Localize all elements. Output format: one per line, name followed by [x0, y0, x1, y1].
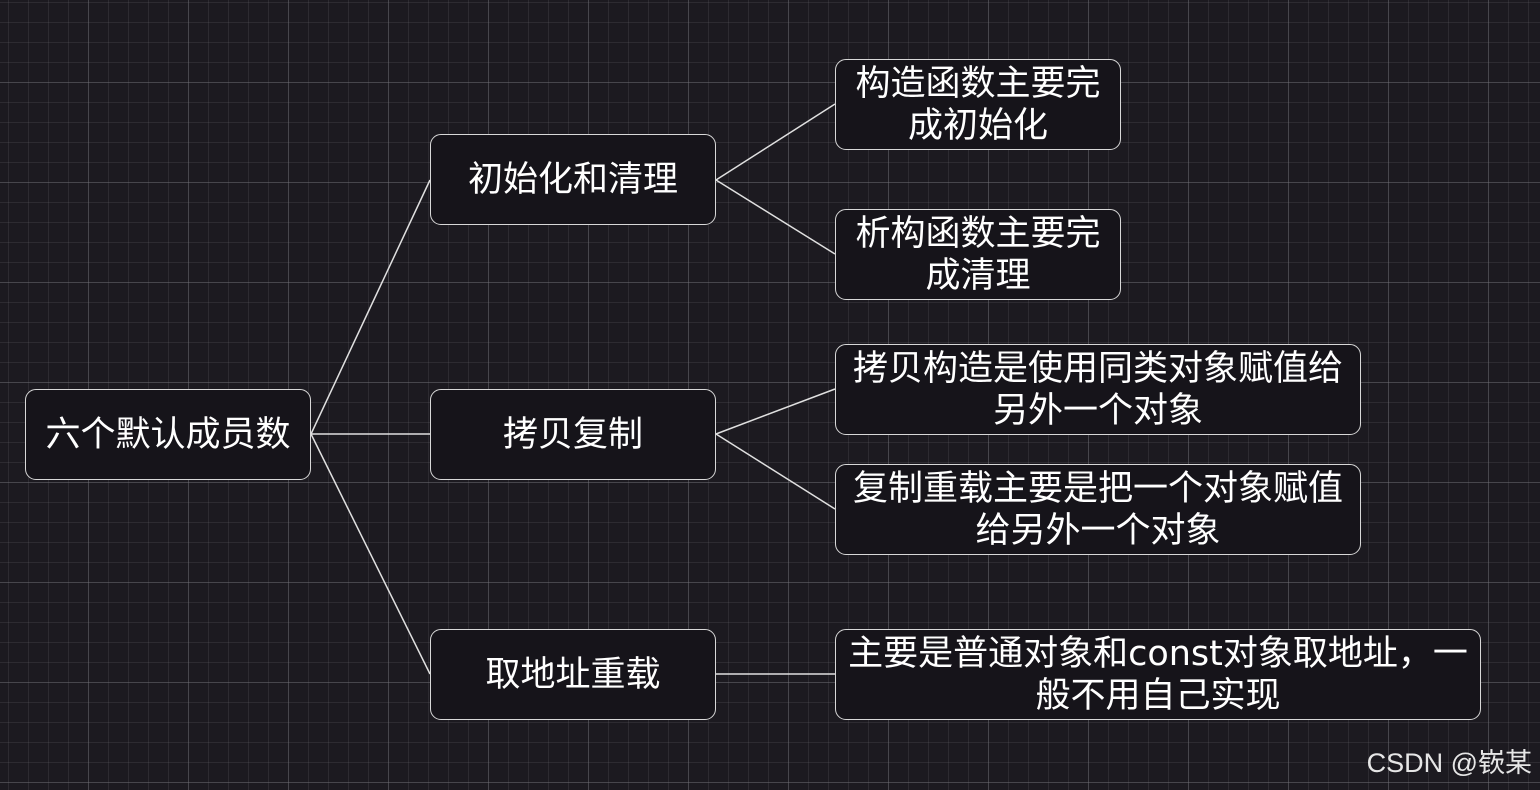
- node-init-cleanup-label: 初始化和清理: [467, 159, 678, 200]
- node-copy-constructor-label: 拷贝构造是使用同类对象赋值给另外一个对象: [852, 348, 1343, 431]
- edge-copy-cctor: [715, 388, 836, 435]
- watermark: CSDN @嵚某: [1366, 748, 1532, 778]
- edge-root-init: [310, 179, 431, 435]
- node-root[interactable]: 六个默认成员数: [25, 389, 311, 480]
- node-address-operator[interactable]: 主要是普通对象和const对象取地址，一般不用自己实现: [835, 629, 1481, 720]
- node-assignment-overload[interactable]: 复制重载主要是把一个对象赋值给另外一个对象: [835, 464, 1361, 555]
- node-assignment-overload-label: 复制重载主要是把一个对象赋值给另外一个对象: [852, 468, 1343, 551]
- node-address-overload-label: 取地址重载: [485, 654, 661, 695]
- node-destructor[interactable]: 析构函数主要完成清理: [835, 209, 1121, 300]
- node-constructor[interactable]: 构造函数主要完成初始化: [835, 59, 1121, 150]
- node-copy-constructor[interactable]: 拷贝构造是使用同类对象赋值给另外一个对象: [835, 344, 1361, 435]
- node-destructor-label: 析构函数主要完成清理: [855, 213, 1101, 296]
- edge-copy-assign: [715, 433, 836, 510]
- edge-root-addr: [310, 433, 431, 675]
- edge-init-ctor: [715, 103, 836, 181]
- node-init-cleanup[interactable]: 初始化和清理: [430, 134, 716, 225]
- edge-init-dtor: [715, 179, 836, 255]
- node-constructor-label: 构造函数主要完成初始化: [855, 63, 1101, 146]
- node-address-overload[interactable]: 取地址重载: [430, 629, 716, 720]
- node-copy-label: 拷贝复制: [502, 414, 643, 455]
- node-copy[interactable]: 拷贝复制: [430, 389, 716, 480]
- node-address-operator-label: 主要是普通对象和const对象取地址，一般不用自己实现: [848, 633, 1468, 716]
- node-root-label: 六个默认成员数: [45, 414, 291, 455]
